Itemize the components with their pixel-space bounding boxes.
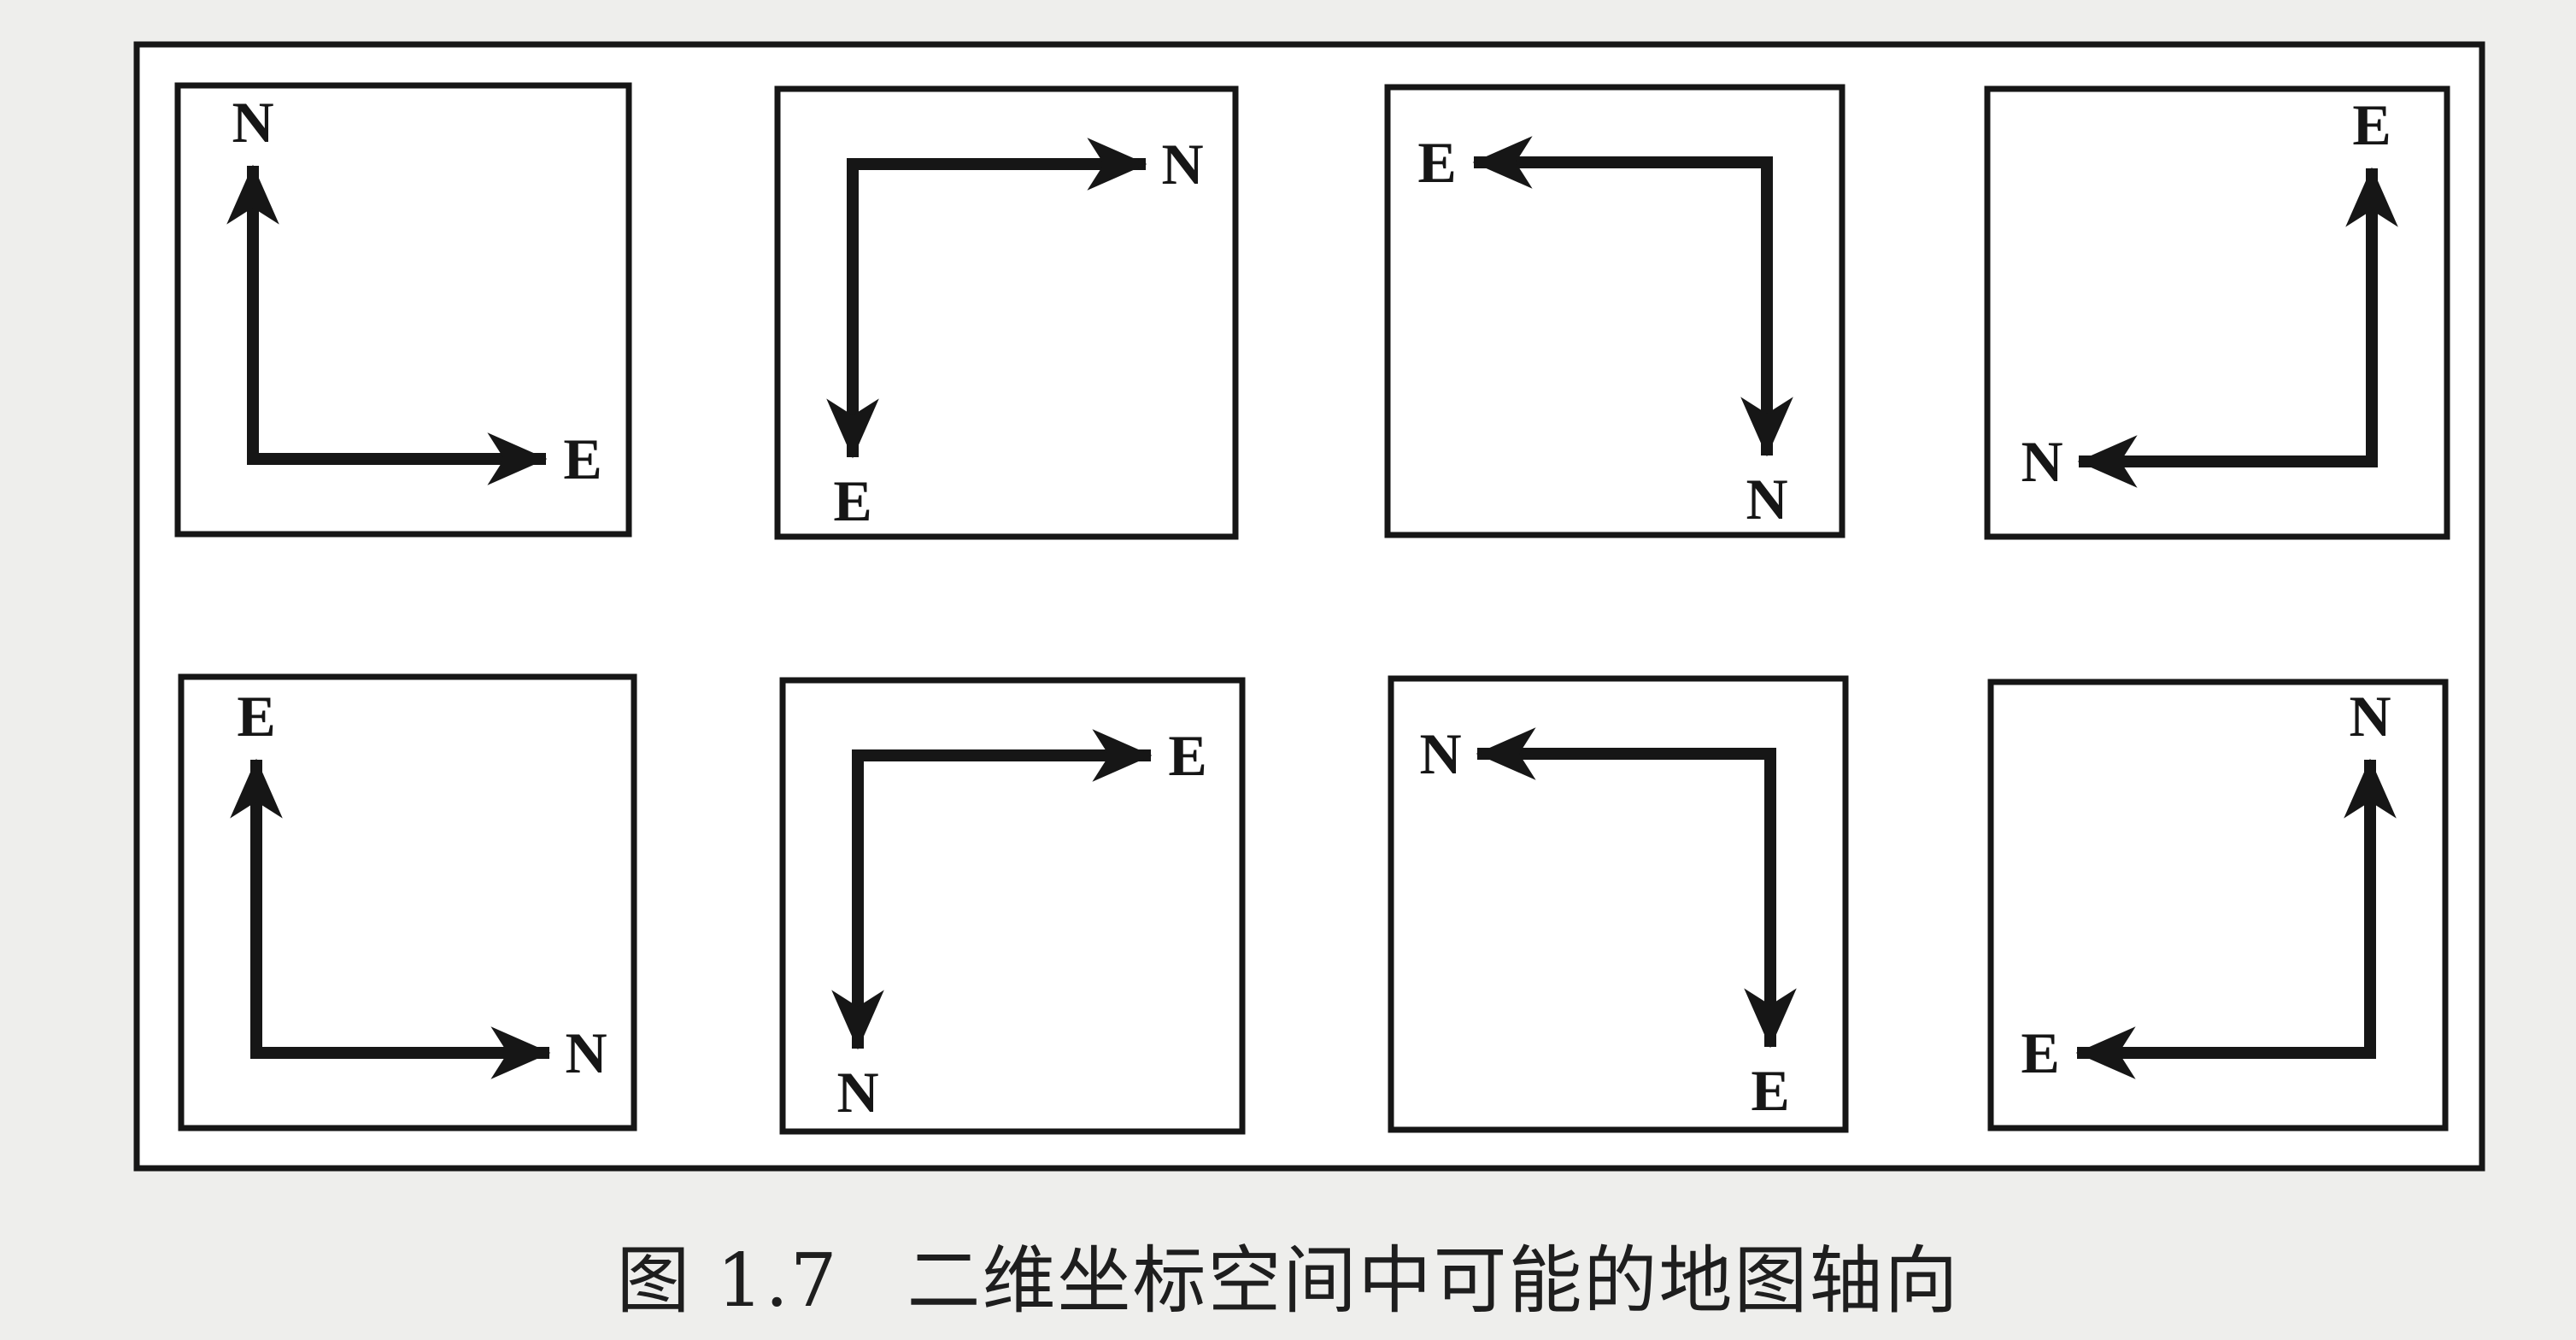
- vertical-axis-label: N: [1746, 467, 1787, 532]
- horizontal-axis-label: E: [563, 426, 601, 491]
- caption-number: 图 1.7: [616, 1238, 839, 1324]
- horizontal-axis-label: E: [2021, 1020, 2059, 1085]
- panel-frame: [1984, 85, 2450, 540]
- axis-corner: [1764, 748, 1776, 760]
- axis-panel: NE: [174, 82, 632, 538]
- axis-panel: NE: [779, 677, 1246, 1135]
- figure-caption: 图 1.7 二维坐标空间中可能的地图轴向: [0, 1220, 2576, 1324]
- axis-panel: EN: [1388, 675, 1849, 1133]
- axis-panel: EN: [1984, 85, 2450, 540]
- axis-panel: EN: [178, 673, 637, 1131]
- axis-corner: [852, 749, 864, 761]
- horizontal-axis-label: N: [2021, 429, 2063, 494]
- panel-frame: [1987, 679, 2449, 1131]
- vertical-axis-label: N: [232, 90, 273, 155]
- horizontal-axis-label: N: [1419, 721, 1461, 786]
- panel-frame: [1388, 675, 1849, 1133]
- panel-frame: [774, 85, 1239, 540]
- panel-frame: [779, 677, 1246, 1135]
- axis-panel: NE: [1384, 84, 1845, 538]
- vertical-axis-label: N: [836, 1060, 878, 1125]
- vertical-axis-label: E: [2352, 92, 2391, 157]
- axis-panel: EN: [774, 85, 1239, 540]
- vertical-axis-label: E: [1751, 1058, 1789, 1123]
- horizontal-axis-label: E: [1417, 130, 1456, 195]
- panel-frame: [1384, 84, 1845, 538]
- panel-frame: [178, 673, 637, 1131]
- outer-frame: [133, 41, 2485, 1172]
- horizontal-axis-label: N: [1161, 132, 1203, 197]
- axis-corner: [2366, 455, 2378, 467]
- axis-corner: [1761, 156, 1773, 168]
- axis-corner: [847, 158, 859, 170]
- vertical-axis-label: E: [833, 468, 871, 533]
- caption-text: 二维坐标空间中可能的地图轴向: [907, 1238, 1960, 1324]
- axis-corner: [2364, 1047, 2376, 1059]
- panel-frame: [174, 82, 632, 538]
- axis-panel: NE: [1987, 679, 2449, 1131]
- vertical-axis-label: E: [237, 684, 275, 749]
- horizontal-axis-label: E: [1168, 723, 1206, 788]
- axis-corner: [250, 1047, 262, 1059]
- axis-corner: [247, 453, 259, 465]
- horizontal-axis-label: N: [565, 1020, 607, 1085]
- vertical-axis-label: N: [2349, 684, 2391, 749]
